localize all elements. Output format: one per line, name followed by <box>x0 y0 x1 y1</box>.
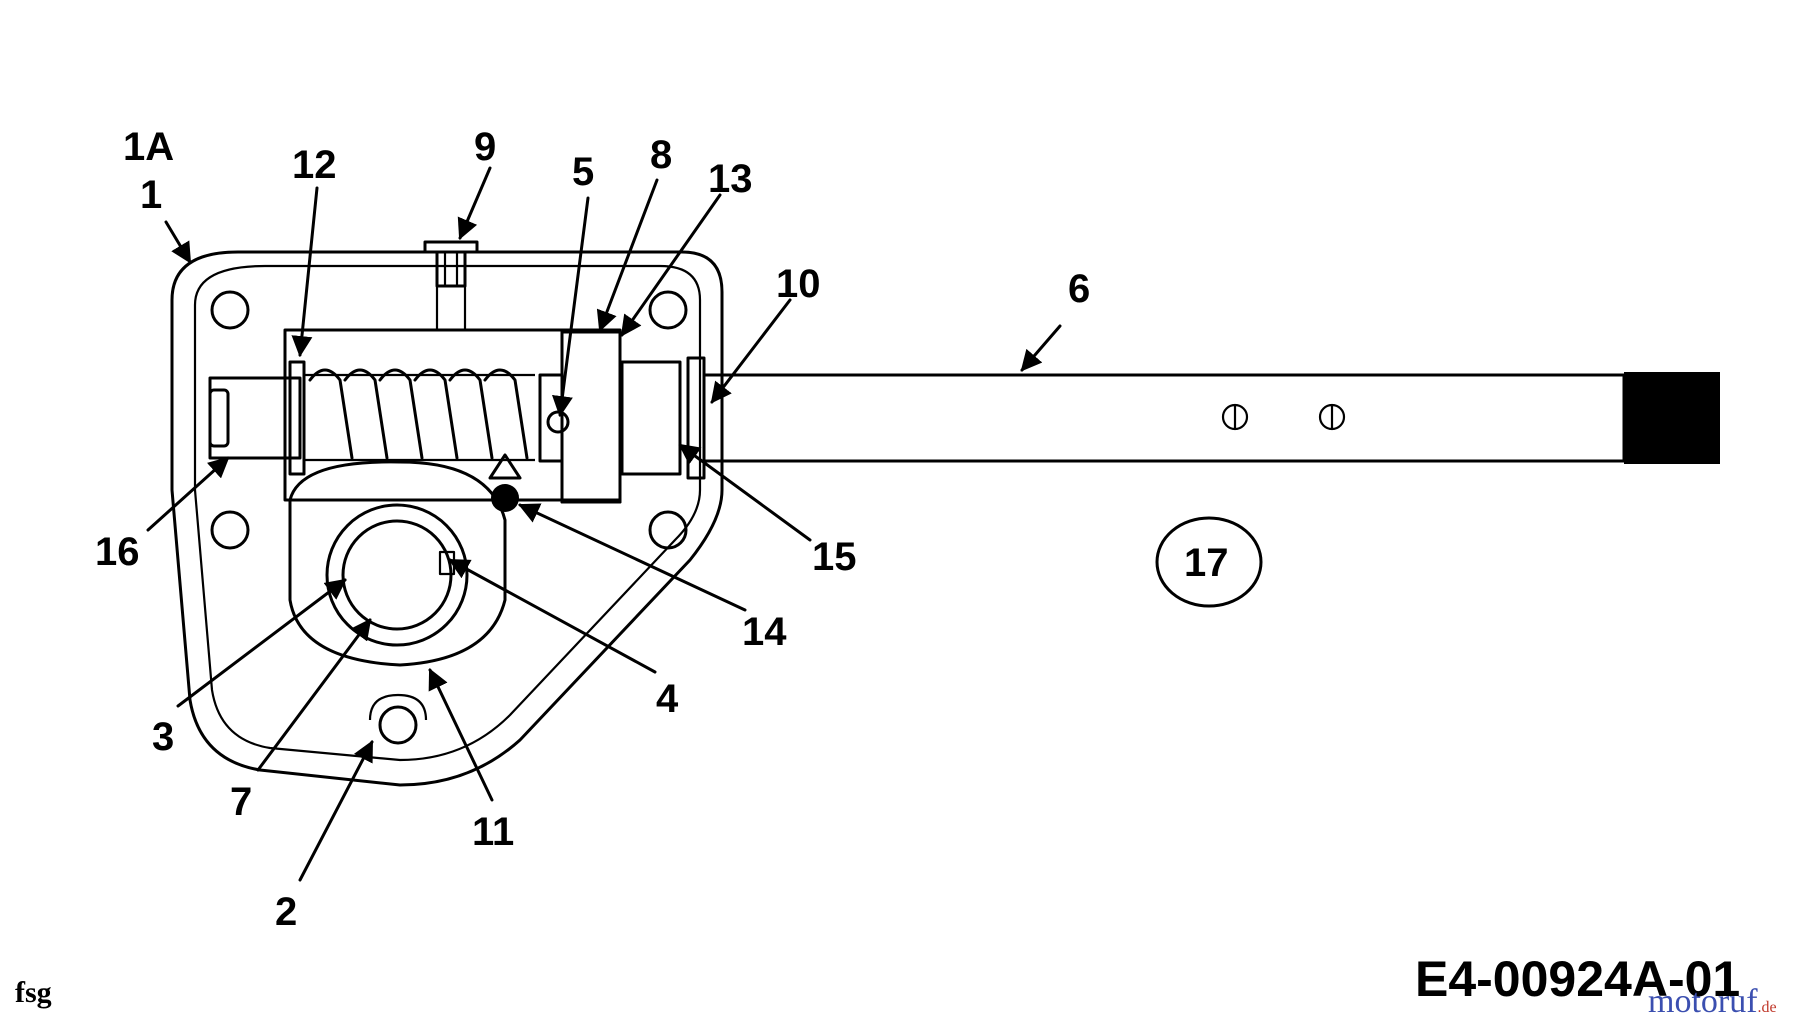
watermark-main: motoruf <box>1648 983 1758 1020</box>
wheel-gear <box>288 460 507 667</box>
callout-8: 8 <box>650 133 672 177</box>
callout-2: 2 <box>275 890 297 934</box>
gear-housing <box>170 250 724 787</box>
drawing-code: E4-00924A-01 <box>1415 951 1740 1007</box>
callout-labels: 1A 1 12 9 5 8 13 10 6 16 15 17 14 4 3 7 … <box>95 125 1229 934</box>
worm-shaft <box>208 330 1720 504</box>
shaft-collar <box>546 330 622 504</box>
callout-3: 3 <box>152 715 174 759</box>
callout-4: 4 <box>656 677 679 721</box>
oil-plug <box>488 453 522 512</box>
part-17-circle <box>1155 516 1263 608</box>
callout-10: 10 <box>776 262 821 306</box>
callout-11: 11 <box>472 810 514 854</box>
callout-15: 15 <box>812 535 857 579</box>
callout-13: 13 <box>708 157 753 201</box>
callout-9: 9 <box>474 125 496 169</box>
callout-12: 12 <box>292 143 337 187</box>
callout-7: 7 <box>230 780 252 824</box>
corner-code: fsg <box>15 976 52 1009</box>
callout-17: 17 <box>1184 541 1229 585</box>
callout-1a: 1A <box>123 125 174 169</box>
callout-14: 14 <box>742 610 787 654</box>
vent-plug <box>423 240 479 330</box>
callout-5: 5 <box>572 150 594 194</box>
callout-16: 16 <box>95 530 140 574</box>
callout-1: 1 <box>140 173 162 217</box>
leader-lines <box>146 166 1062 882</box>
worm-gear <box>305 368 535 462</box>
watermark-suffix: .de <box>1758 999 1777 1016</box>
callout-6: 6 <box>1068 267 1090 311</box>
watermark: motoruf.de <box>1648 983 1777 1020</box>
inner-cavity <box>283 328 622 502</box>
